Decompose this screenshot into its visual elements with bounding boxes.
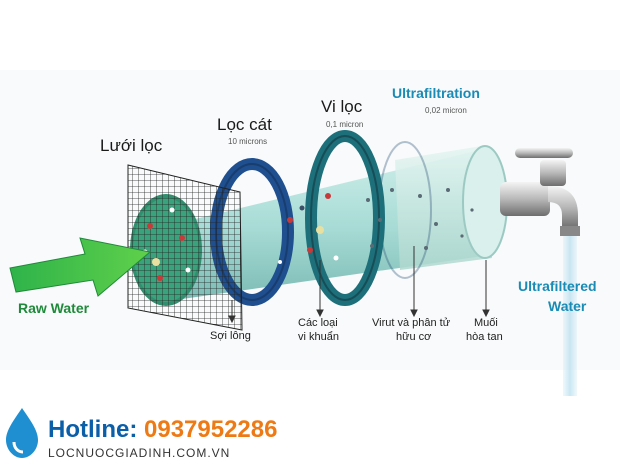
label-ultrafiltered-line1: Ultrafiltered bbox=[518, 278, 597, 294]
label-screen-filter: Lưới lọc bbox=[100, 136, 163, 155]
label-micro-filter-size: 0,1 micron bbox=[326, 120, 364, 129]
label-ultrafiltration: Ultrafiltration bbox=[392, 85, 480, 101]
hotline: Hotline: 0937952286 bbox=[48, 416, 277, 444]
label-virus-line1: Virut và phân tử bbox=[372, 317, 451, 329]
label-salt-line1: Muối bbox=[474, 317, 498, 329]
label-sand-filter: Lọc cát bbox=[217, 115, 272, 134]
label-ultrafiltered-line2: Water bbox=[548, 298, 587, 314]
label-sand-filter-size: 10 microns bbox=[228, 137, 268, 146]
hotline-label: Hotline: bbox=[48, 416, 138, 443]
label-raw-water: Raw Water bbox=[18, 300, 90, 316]
water-tap-icon bbox=[500, 148, 580, 396]
label-ultrafiltration-size: 0,02 micron bbox=[425, 106, 467, 115]
ring-micro-filter bbox=[305, 130, 385, 306]
label-salt-line2: hòa tan bbox=[466, 331, 503, 343]
pointer-lines bbox=[228, 246, 490, 324]
label-bacteria-line2: vi khuẩn bbox=[298, 331, 339, 343]
particles bbox=[142, 188, 474, 281]
label-micro-filter: Vi lọc bbox=[321, 97, 363, 116]
hotline-number[interactable]: 0937952286 bbox=[144, 416, 278, 443]
mesh-screen bbox=[127, 164, 243, 331]
raw-water-arrow-icon bbox=[9, 237, 152, 297]
label-fibers: Sợi lông bbox=[210, 330, 251, 342]
label-virus-line2: hữu cơ bbox=[396, 331, 432, 343]
website-link[interactable]: LOCNUOCGIADINH.COM.VN bbox=[48, 446, 231, 460]
label-bacteria-line1: Các loại bbox=[298, 317, 338, 329]
water-drop-icon bbox=[6, 408, 38, 458]
